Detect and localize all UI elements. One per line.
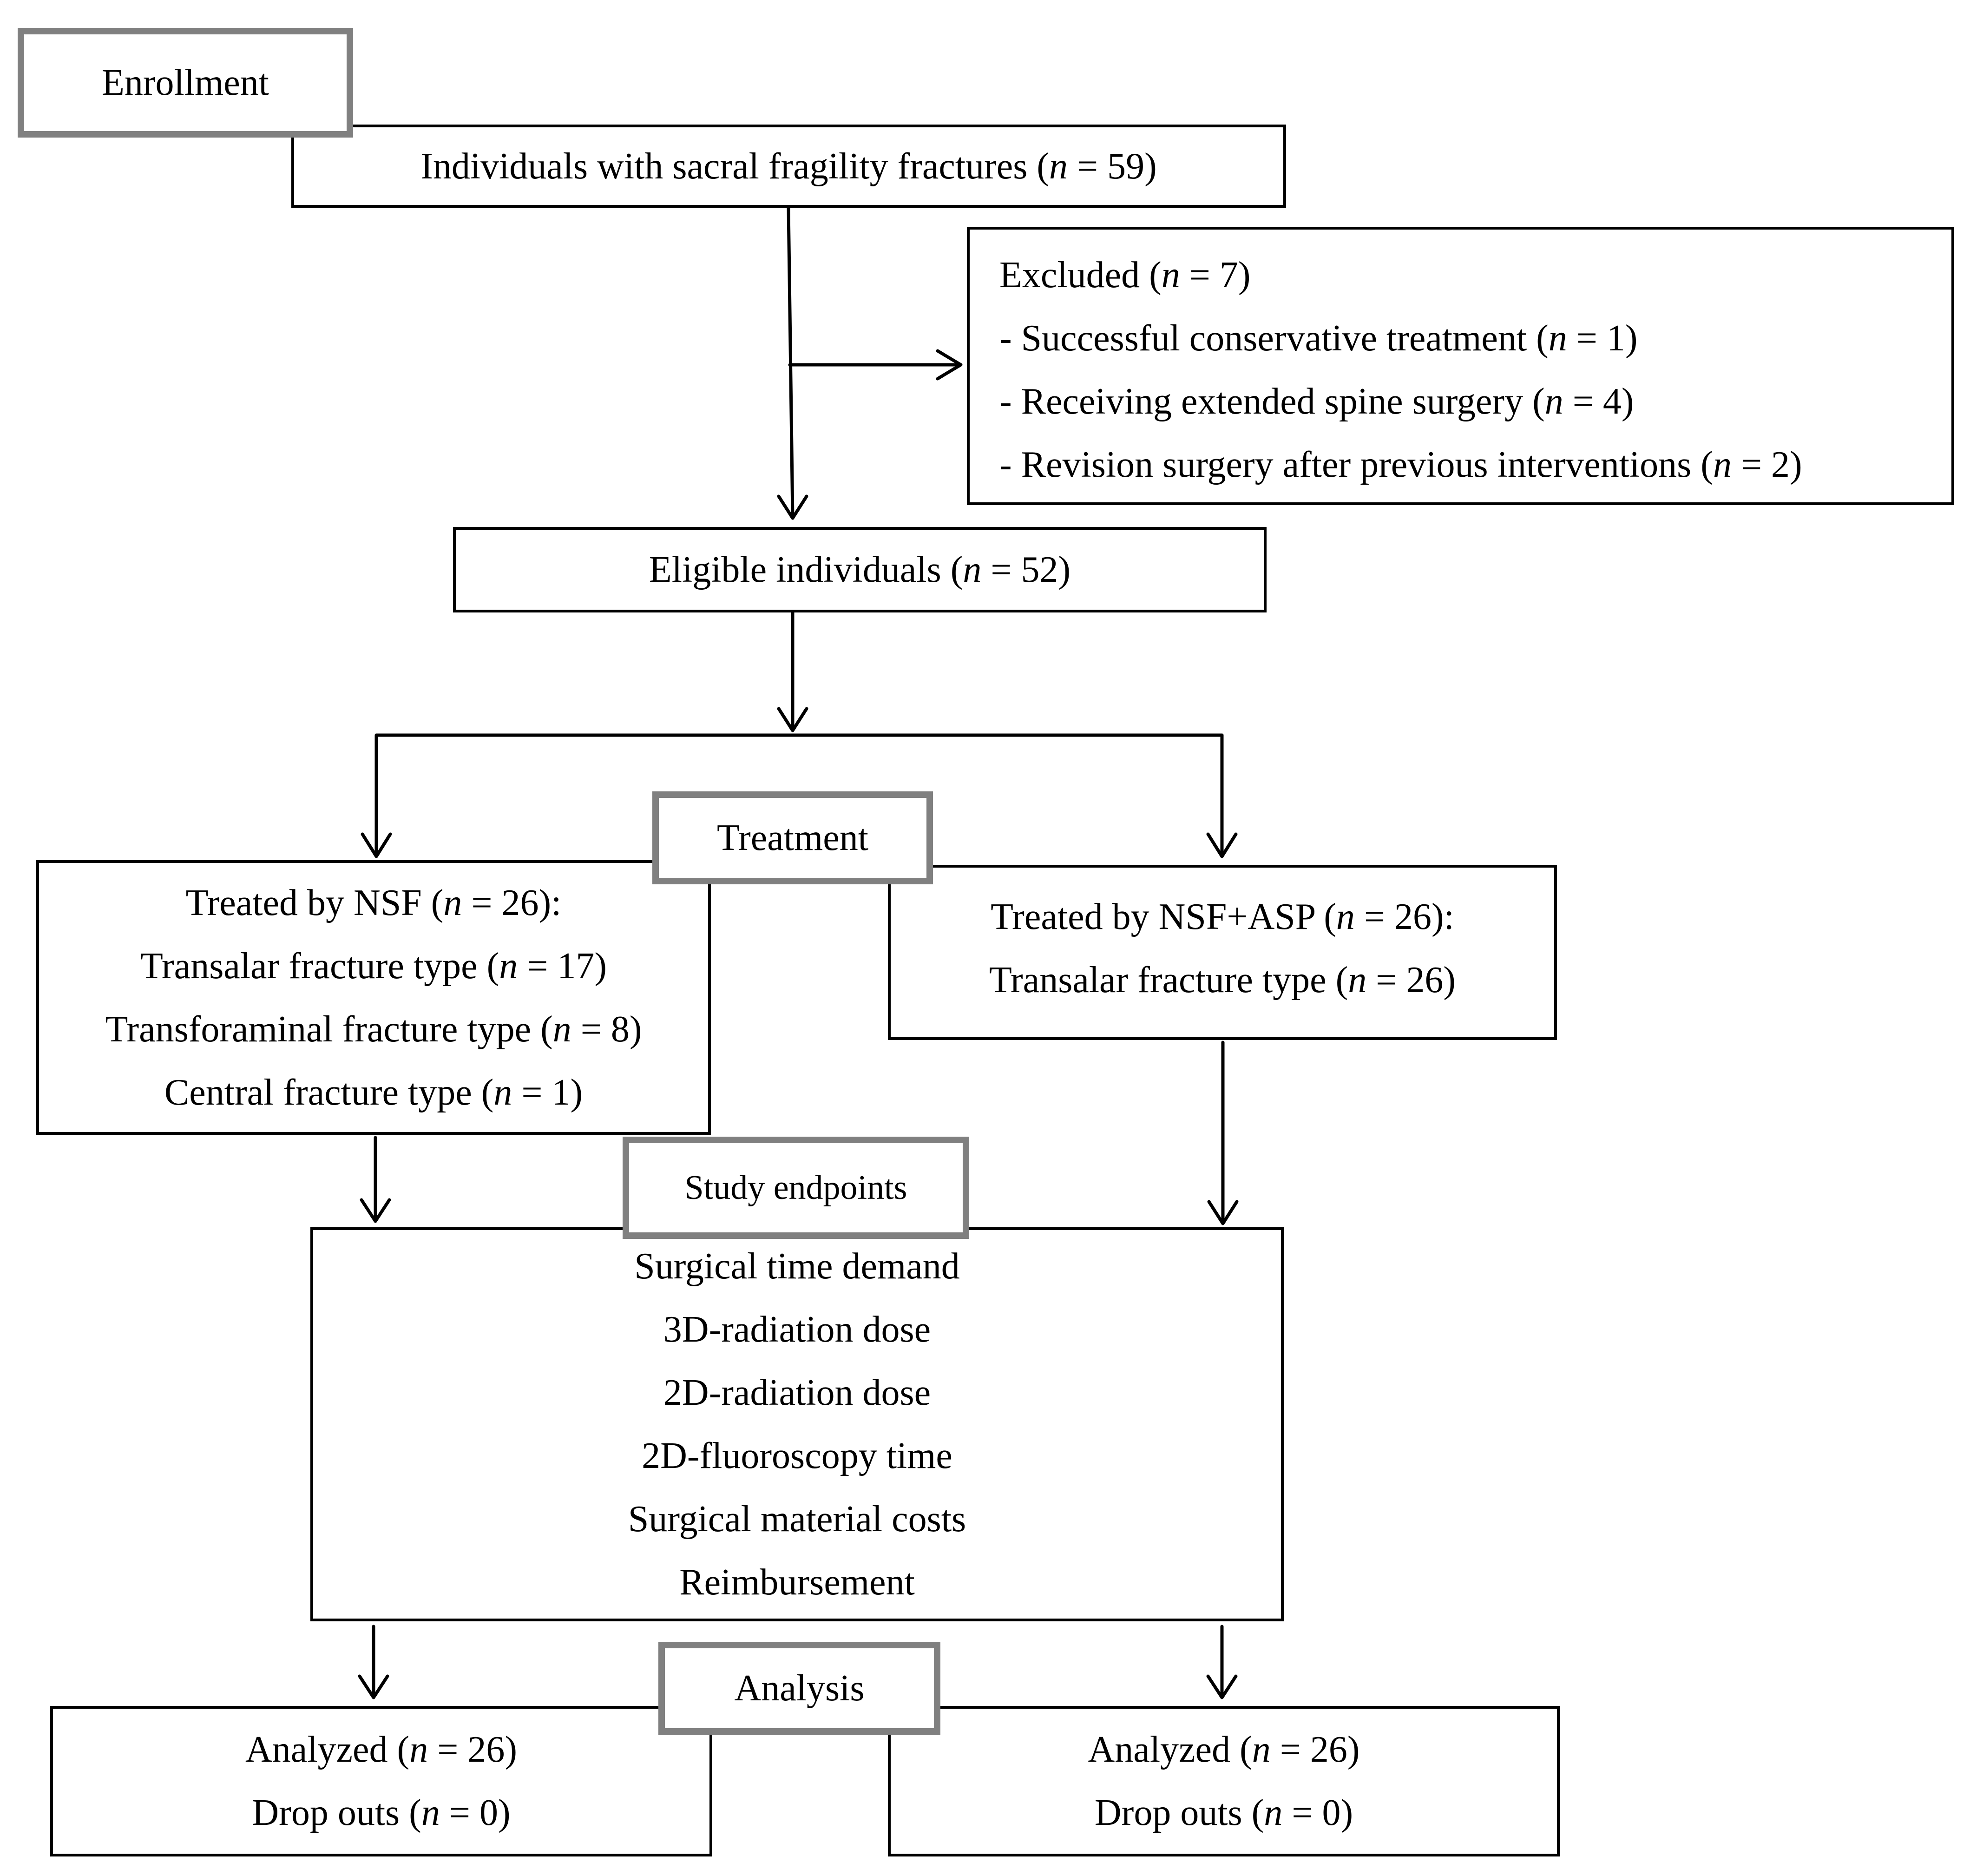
endpoint-item: Reimbursement bbox=[679, 1562, 915, 1603]
right-analysis-arrowhead bbox=[1206, 1674, 1238, 1699]
excluded-arrowhead bbox=[936, 349, 963, 381]
analysis-left-box: Analyzed (n = 26) Drop outs (n = 0) bbox=[50, 1706, 712, 1856]
excluded-header: Excluded (n = 7) bbox=[999, 255, 1251, 296]
right-treatment-arrowhead bbox=[1206, 832, 1238, 858]
nsf-asp-group-box: Treated by NSF+ASP (n = 26): Transalar f… bbox=[888, 865, 1557, 1040]
eligible-box: Eligible individuals (n = 52) bbox=[453, 527, 1267, 612]
enrollment-stage-label: Enrollment bbox=[18, 28, 353, 138]
left-analysis-arrowhead bbox=[358, 1674, 389, 1699]
nsf-group-header: Treated by NSF (n = 26): bbox=[185, 882, 562, 923]
endpoint-item: 2D-fluoroscopy time bbox=[642, 1435, 952, 1476]
nsf-fracture-type: Transforaminal fracture type (n = 8) bbox=[105, 1008, 642, 1050]
initial-population-text: Individuals with sacral fragility fractu… bbox=[420, 145, 1157, 187]
eligible-down-arrowhead bbox=[777, 707, 808, 732]
endpoint-item: Surgical time demand bbox=[634, 1246, 960, 1287]
nsf-asp-group-header: Treated by NSF+ASP (n = 26): bbox=[991, 896, 1454, 937]
right-endpoints-arrowhead bbox=[1207, 1200, 1239, 1225]
treatment-stage-label: Treatment bbox=[652, 791, 933, 884]
excluded-reason: - Receiving extended spine surgery (n = … bbox=[999, 381, 1634, 422]
excluded-box: Excluded (n = 7) - Successful conservati… bbox=[967, 227, 1954, 505]
nsf-fracture-type: Transalar fracture type (n = 17) bbox=[140, 945, 607, 987]
eligible-text: Eligible individuals (n = 52) bbox=[649, 549, 1071, 590]
analyzed-count: Analyzed (n = 26) bbox=[1088, 1729, 1360, 1770]
endpoint-item: 2D-radiation dose bbox=[663, 1372, 931, 1413]
nsf-fracture-type: Central fracture type (n = 1) bbox=[164, 1072, 583, 1113]
dropouts-count: Drop outs (n = 0) bbox=[252, 1792, 511, 1833]
excluded-reason: - Revision surgery after previous interv… bbox=[999, 444, 1802, 485]
endpoint-item: Surgical material costs bbox=[628, 1499, 966, 1540]
trunk-arrowhead bbox=[777, 494, 808, 520]
excluded-reason: - Successful conservative treatment (n =… bbox=[999, 318, 1638, 359]
analysis-right-box: Analyzed (n = 26) Drop outs (n = 0) bbox=[888, 1706, 1560, 1856]
trunk-line bbox=[787, 206, 795, 519]
endpoint-item: 3D-radiation dose bbox=[663, 1309, 931, 1350]
analysis-stage-label: Analysis bbox=[658, 1642, 940, 1735]
endpoints-box: Surgical time demand 3D-radiation dose 2… bbox=[310, 1227, 1284, 1621]
initial-population-box: Individuals with sacral fragility fractu… bbox=[291, 125, 1286, 208]
analyzed-count: Analyzed (n = 26) bbox=[245, 1729, 517, 1770]
nsf-asp-fracture-type: Transalar fracture type (n = 26) bbox=[989, 960, 1456, 1001]
left-endpoints-arrowhead bbox=[360, 1198, 391, 1223]
left-treatment-arrowhead bbox=[361, 832, 392, 858]
nsf-group-box: Treated by NSF (n = 26): Transalar fract… bbox=[36, 860, 711, 1135]
study-endpoints-stage-label: Study endpoints bbox=[623, 1137, 969, 1239]
dropouts-count: Drop outs (n = 0) bbox=[1094, 1792, 1353, 1833]
